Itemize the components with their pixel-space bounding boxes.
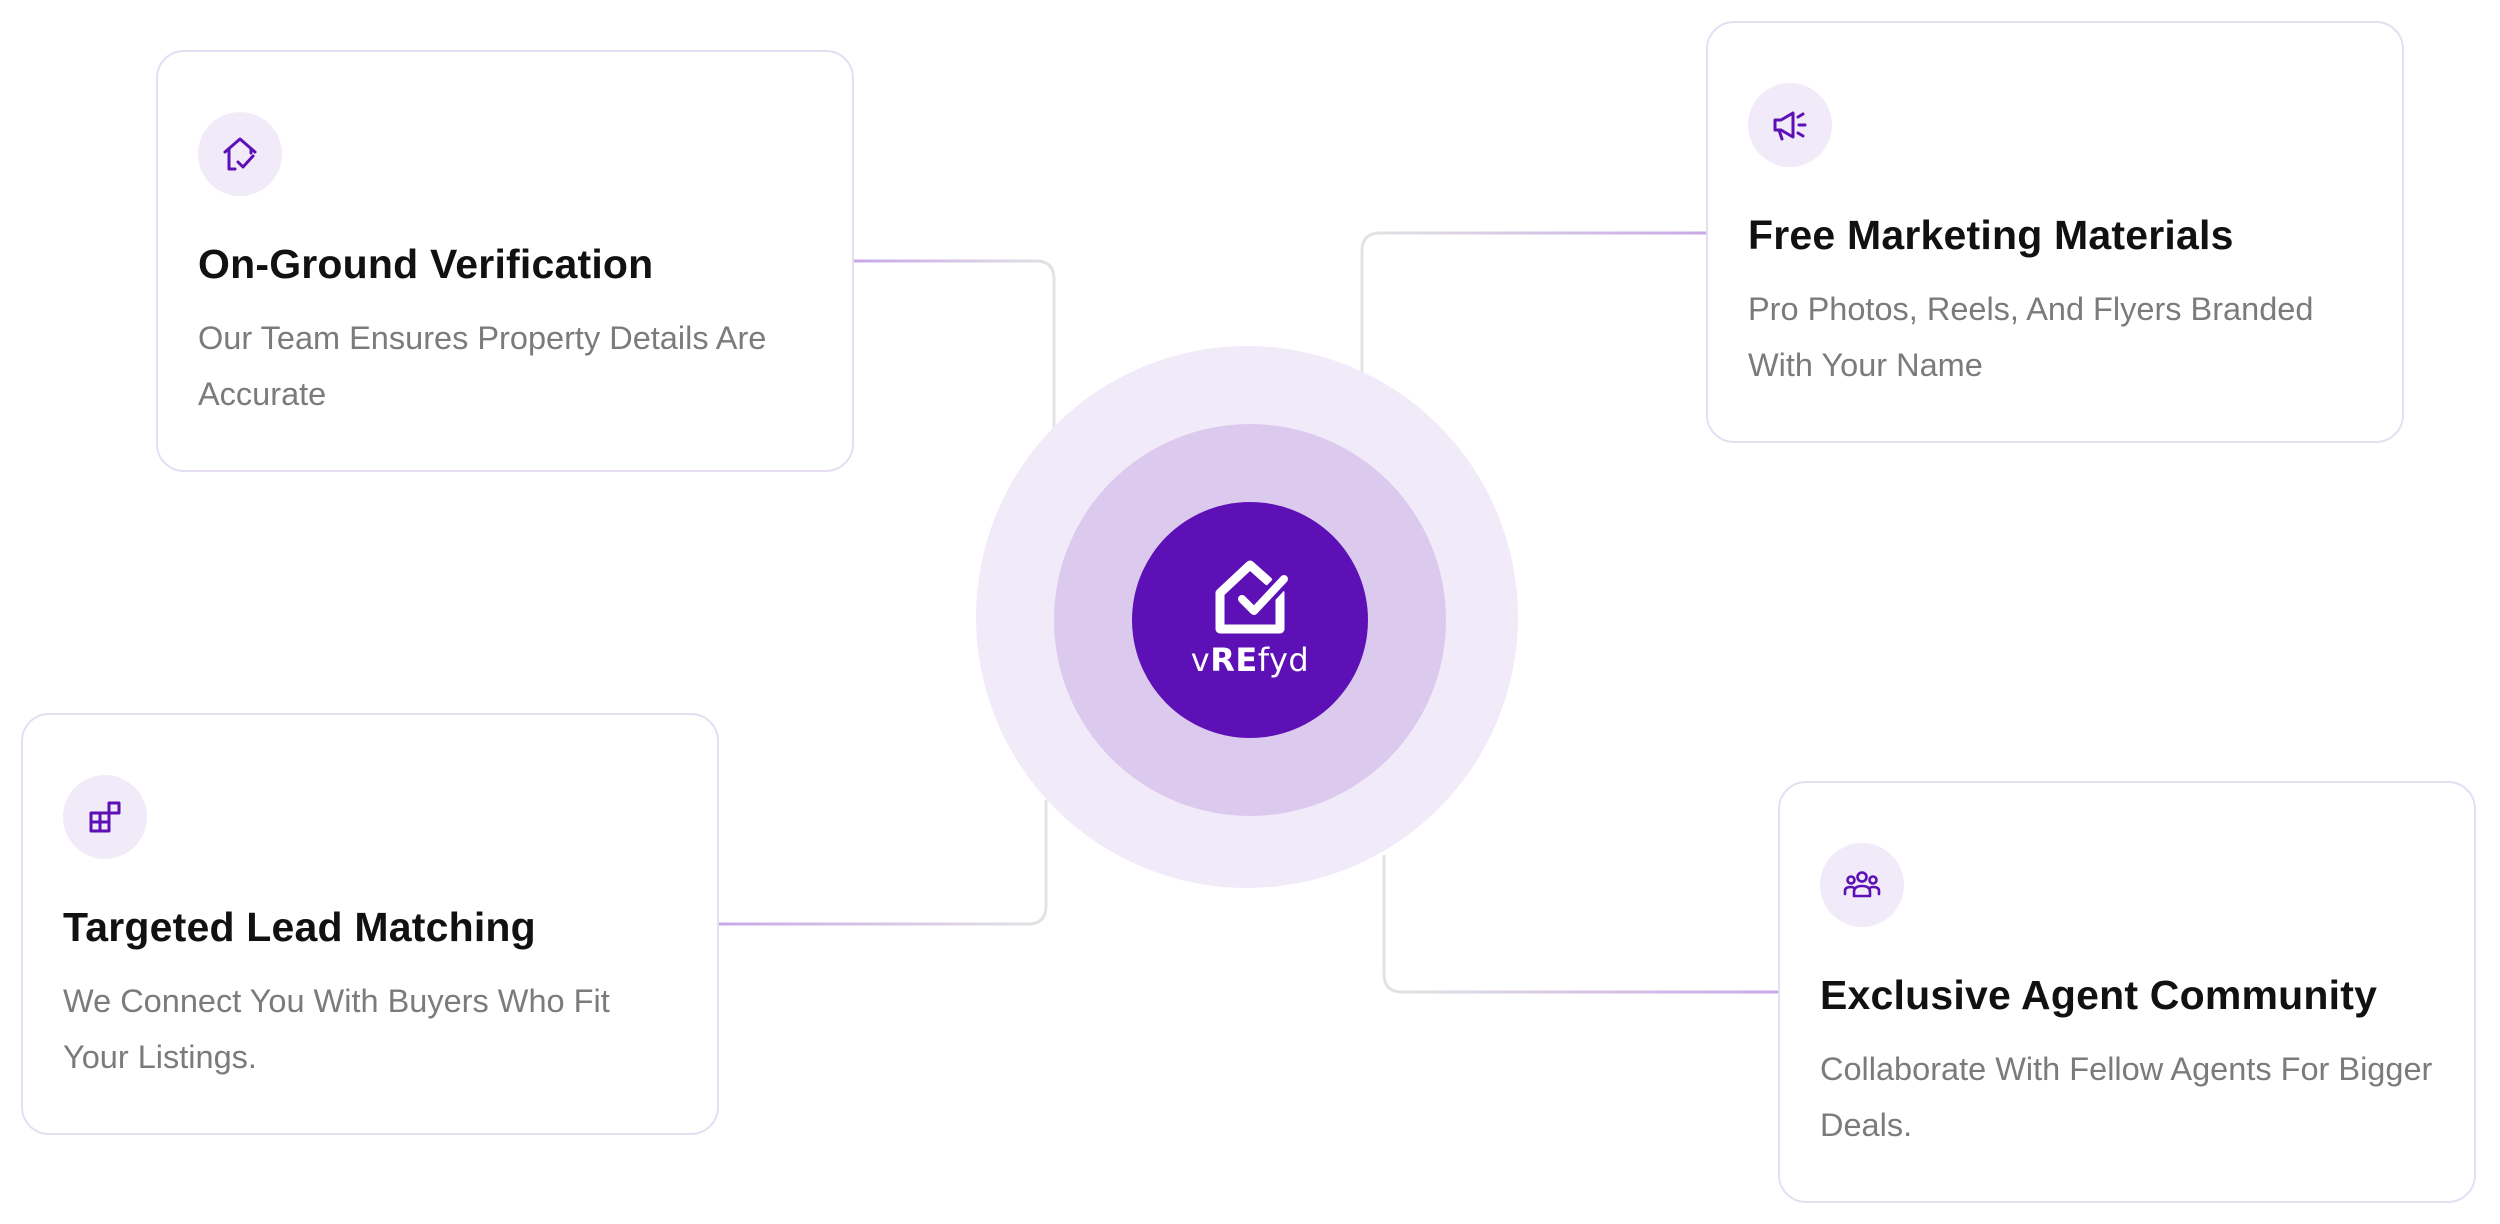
feature-description: We Connect You With Buyers Who Fit Your … <box>63 983 610 1075</box>
brand-prefix: v <box>1190 641 1211 679</box>
brand-wordmark: vREfyd <box>1191 641 1309 679</box>
users-group-icon <box>1843 871 1881 898</box>
feature-description: Collaborate With Fellow Agents For Bigge… <box>1820 1051 2433 1143</box>
feature-description: Our Team Ensures Property Details Are Ac… <box>198 320 767 412</box>
feature-card-agent-community: Exclusive Agent Community Collaborate Wi… <box>1778 781 2476 1203</box>
megaphone-icon <box>1773 111 1807 141</box>
feature-card-onground-verification: On-Ground Verification Our Team Ensures … <box>156 50 854 472</box>
connector-community <box>1382 855 1778 994</box>
feature-card-marketing-materials: Free Marketing Materials Pro Photos, Ree… <box>1706 21 2404 443</box>
feature-icon-badge <box>1820 843 1904 927</box>
connector-marketing <box>1360 231 1706 372</box>
brand-suffix: fyd <box>1257 641 1310 679</box>
connector-onground <box>854 259 1056 430</box>
connector-leads <box>719 800 1048 926</box>
house-check-icon <box>223 137 257 171</box>
feature-title: Exclusive Agent Community <box>1820 972 2378 1018</box>
feature-icon-badge <box>198 112 282 196</box>
feature-title: Free Marketing Materials <box>1748 212 2234 258</box>
feature-card-lead-matching: Targeted Lead Matching We Connect You Wi… <box>21 713 719 1135</box>
feature-title: On-Ground Verification <box>198 241 654 287</box>
house-check-icon <box>1215 560 1292 634</box>
feature-title: Targeted Lead Matching <box>63 904 536 950</box>
brand-bold: RE <box>1210 641 1258 679</box>
apps-grid-icon <box>89 801 121 833</box>
hub-logo: vREfyd <box>1132 502 1368 738</box>
feature-icon-badge <box>1748 83 1832 167</box>
feature-description: Pro Photos, Reels, And Flyers Branded Wi… <box>1748 291 2314 383</box>
feature-icon-badge <box>63 775 147 859</box>
